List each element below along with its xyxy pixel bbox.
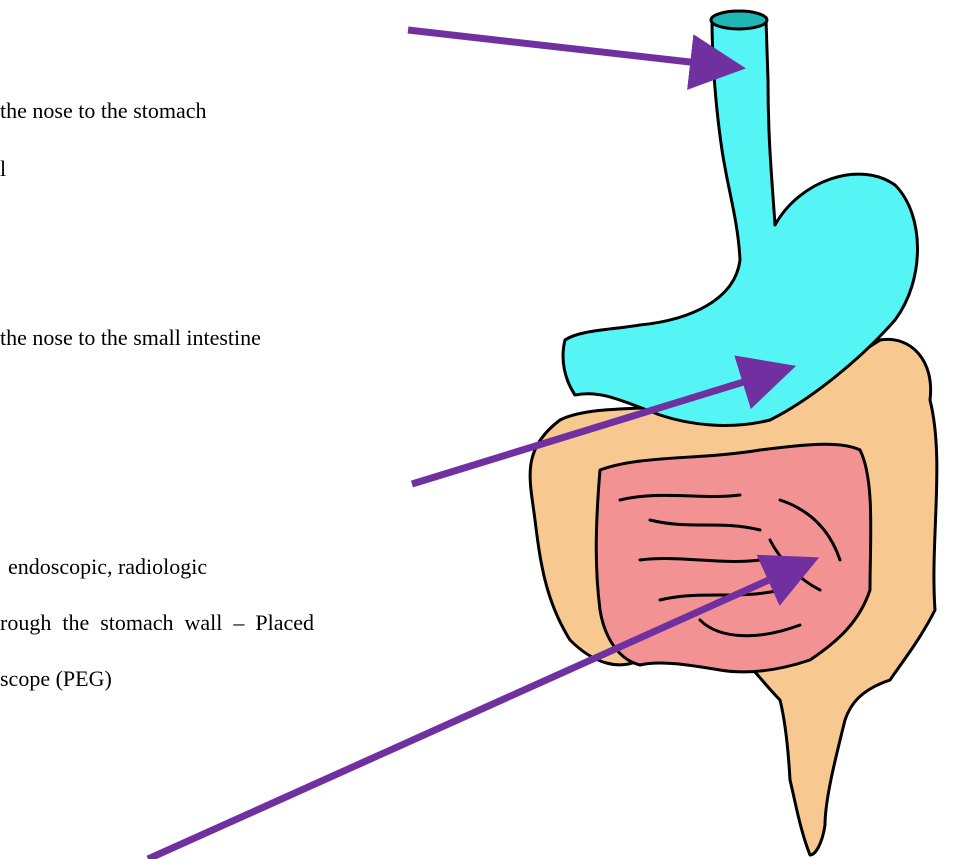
arrow-small-intestine xyxy=(148,566,800,859)
arrow-esophagus xyxy=(408,30,725,66)
esophagus-opening xyxy=(711,11,767,29)
